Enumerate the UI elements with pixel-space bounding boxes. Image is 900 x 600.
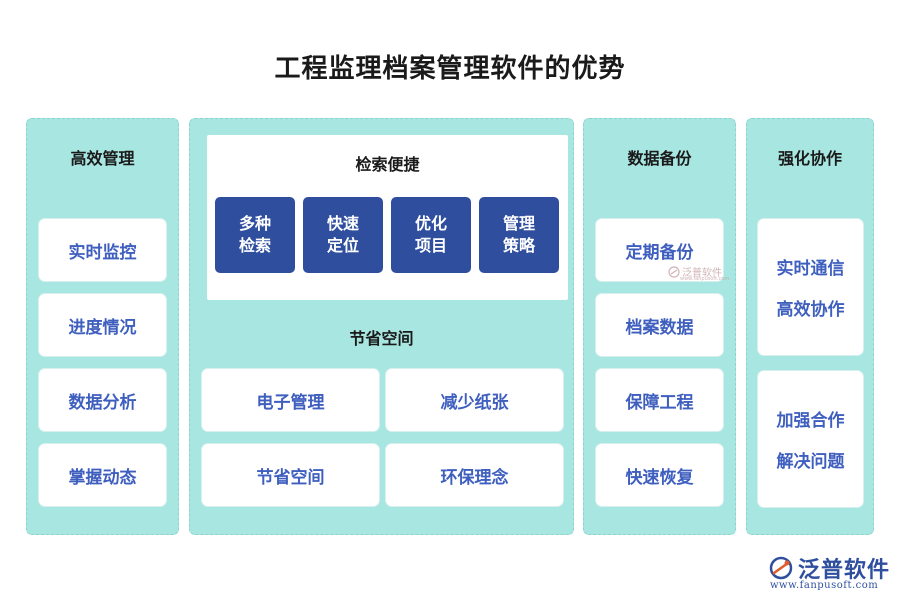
section-title: 检索便捷 [355,155,420,174]
card-item: 减少纸张 [386,369,563,431]
center-column: 检索便捷 多种 检索 快速 定位 优化 项目 管理 策略 节省空间 电子管理 减… [189,118,574,535]
search-feature-box: 优化 项目 [391,197,471,273]
fanpu-logo-icon [769,556,793,580]
watermark: 泛普软件 www.fanpusoft.com [668,264,729,282]
search-section: 检索便捷 多种 检索 快速 定位 优化 项目 管理 策略 [207,135,568,300]
card-item: 环保理念 [386,444,563,506]
column-title: 高效管理 [70,149,135,168]
card-item: 掌握动态 [39,444,166,506]
collaboration-column: 强化协作 实时通信 高效协作 加强合作 解决问题 [746,118,874,535]
card-item: 定期备份 [596,219,723,281]
section-title: 节省空间 [349,329,414,348]
card-item: 档案数据 [596,294,723,356]
collab-card: 加强合作 解决问题 [758,371,863,507]
card-item: 实时监控 [39,219,166,281]
card-item: 数据分析 [39,369,166,431]
card-item: 进度情况 [39,294,166,356]
card-item: 节省空间 [202,444,379,506]
search-feature-box: 快速 定位 [303,197,383,273]
column-title: 数据备份 [627,149,692,168]
search-feature-box: 多种 检索 [215,197,295,273]
card-item: 保障工程 [596,369,723,431]
collab-card: 实时通信 高效协作 [758,219,863,355]
page-title: 工程监理档案管理软件的优势 [274,54,626,84]
brand-logo: 泛普软件 [768,552,890,584]
search-feature-box: 管理 策略 [479,197,559,273]
fanpu-logo-icon [668,265,680,278]
card-item: 电子管理 [202,369,379,431]
column-title: 强化协作 [777,149,842,168]
brand-url: www.fanpusoft.com [770,580,879,591]
data-backup-column: 数据备份 定期备份 档案数据 保障工程 快速恢复 [583,118,736,535]
brand-name: 泛普软件 [798,558,891,583]
card-item: 快速恢复 [596,444,723,506]
efficient-management-column: 高效管理 实时监控 进度情况 数据分析 掌握动态 [26,118,179,535]
